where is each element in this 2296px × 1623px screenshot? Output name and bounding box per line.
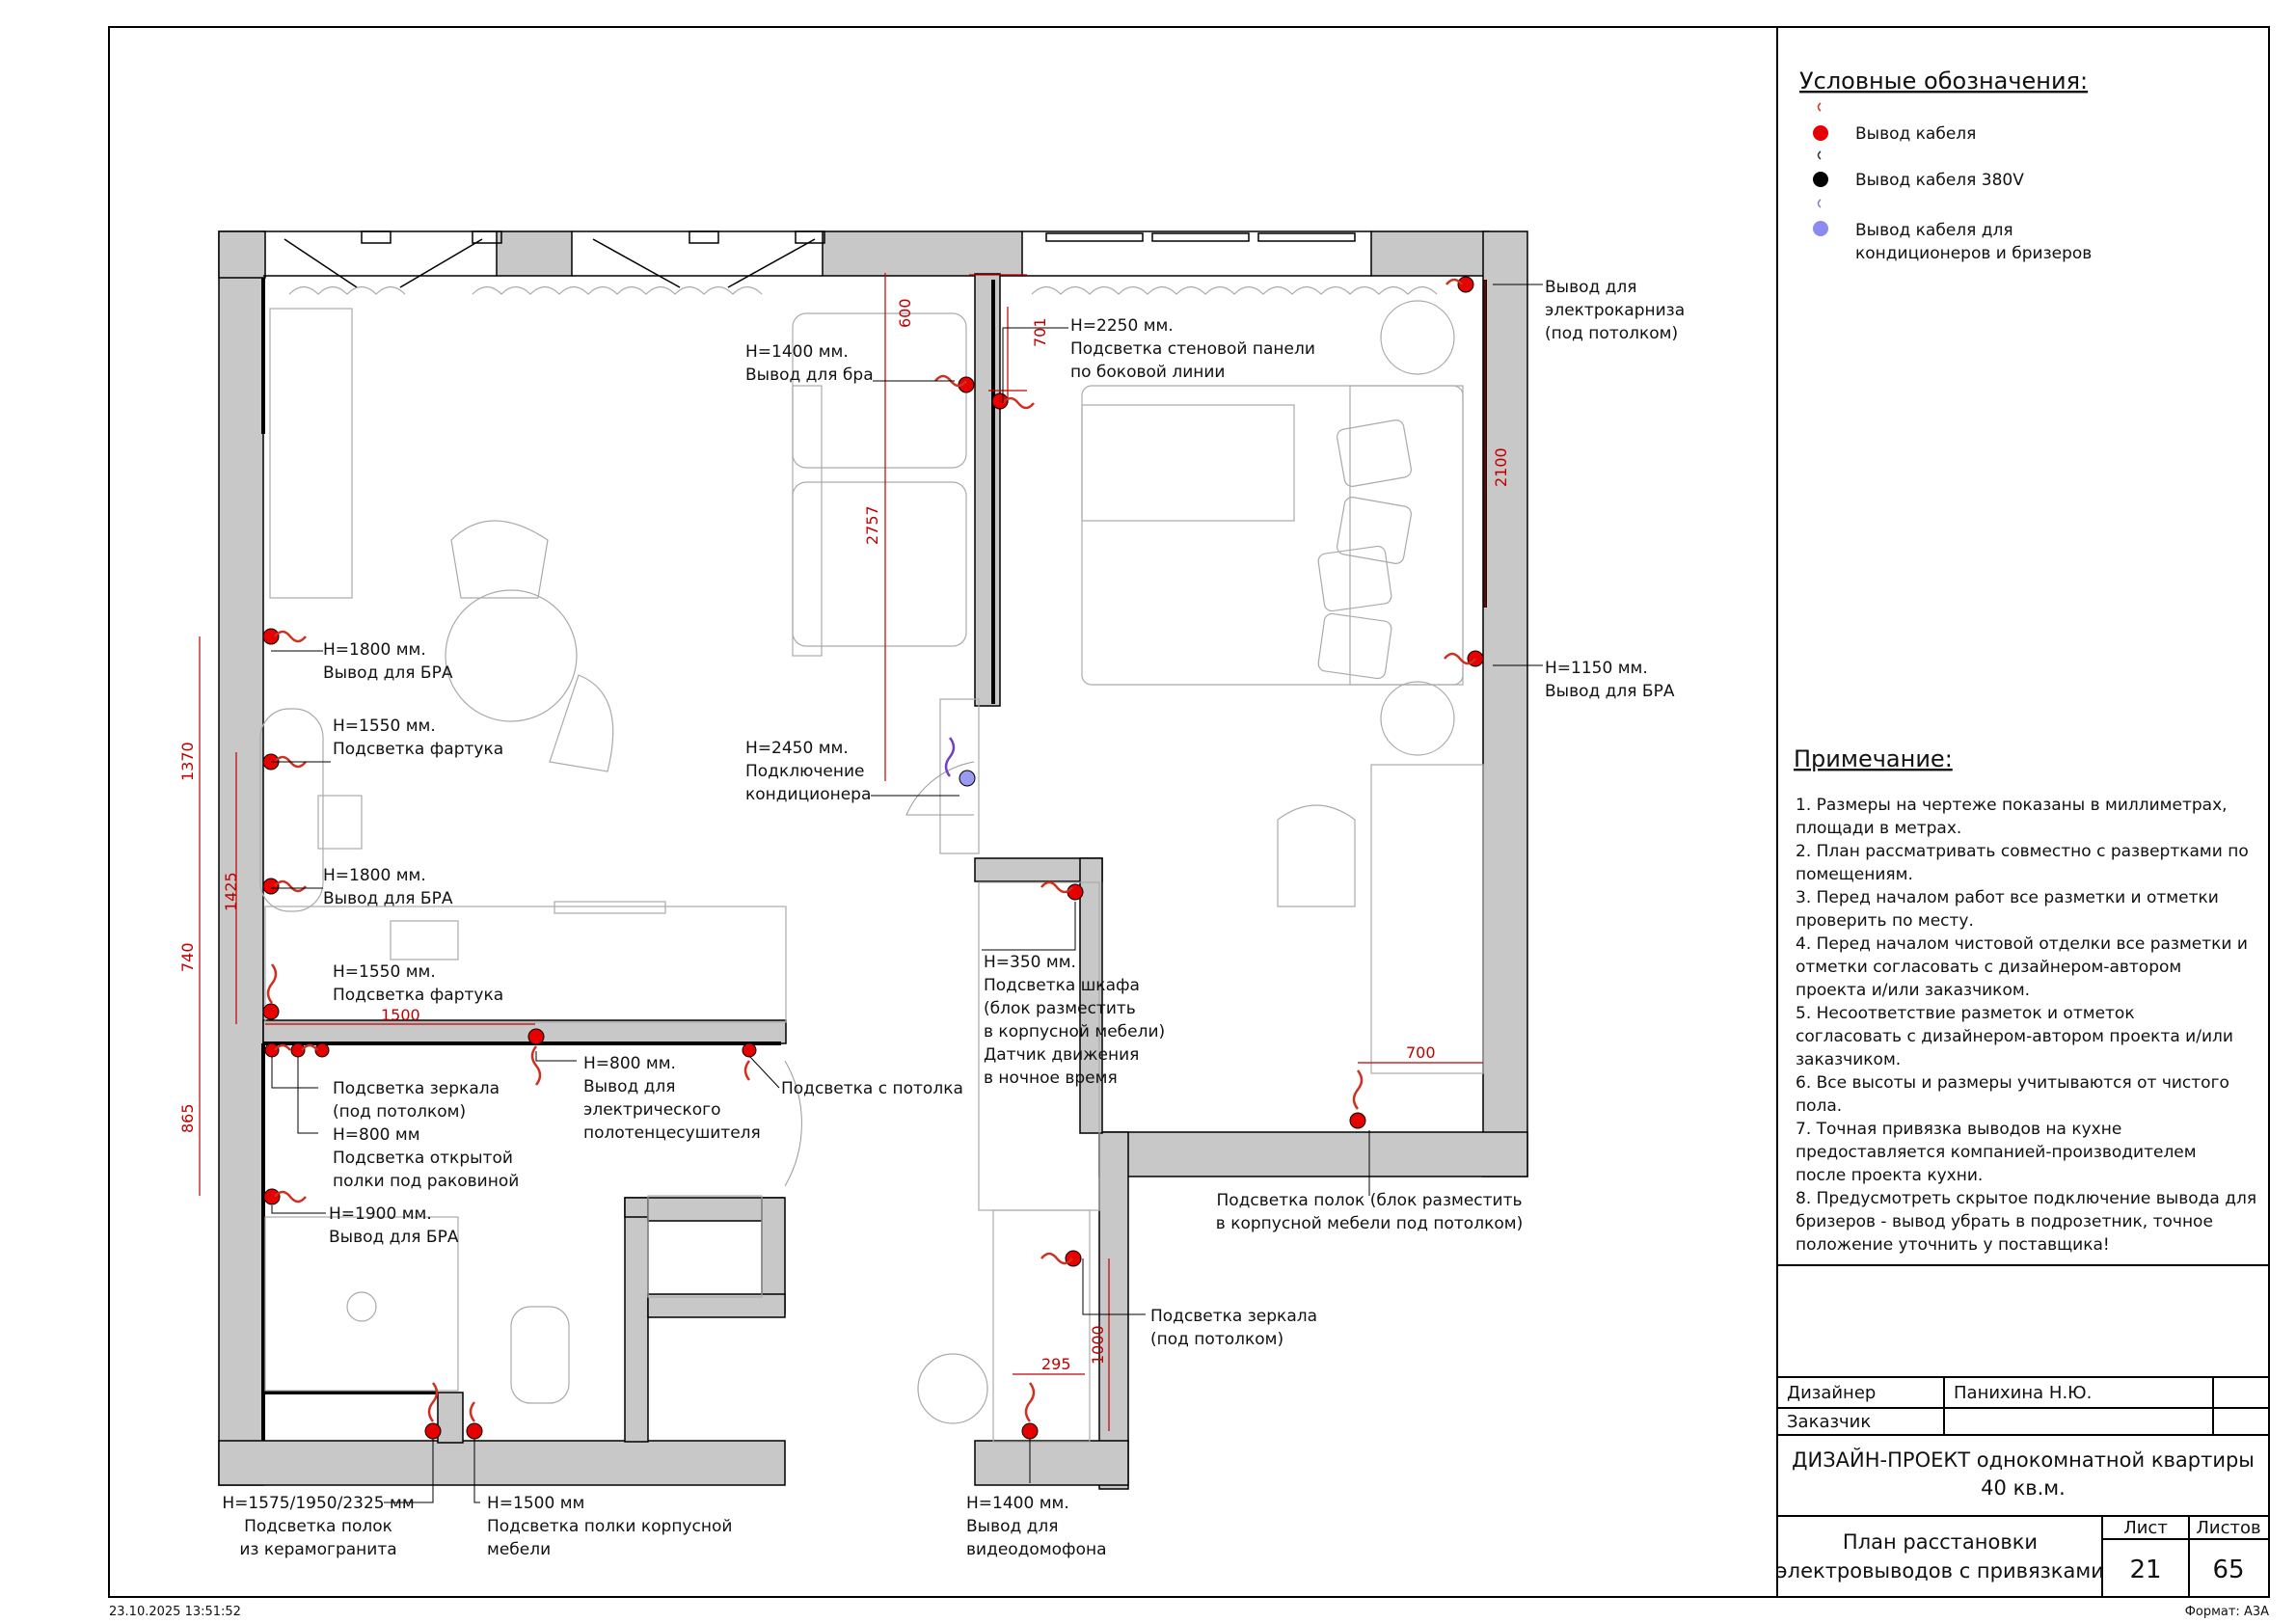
dim-1425: 1425 bbox=[222, 872, 240, 911]
sheet-number: 21 bbox=[2129, 1555, 2161, 1584]
annotation-sconce-1150: H=1150 мм.Вывод для БРА bbox=[1545, 659, 1675, 701]
notes-title: Примечание: bbox=[1794, 745, 1953, 772]
title-block-text: Дизайнер Панихина Н.Ю. Заказчик ДИЗАЙН-П… bbox=[1776, 1383, 2260, 1584]
sheet-label: Лист bbox=[2123, 1518, 2168, 1538]
dim-1000: 1000 bbox=[1089, 1325, 1107, 1365]
notes-text: 1. Размеры на чертеже показаны в миллиме… bbox=[1796, 796, 2261, 1255]
cable-output-marker bbox=[991, 392, 1009, 410]
cable-output-marker bbox=[314, 1042, 330, 1058]
annotation-backsplash-b: H=1550 мм.Подсветка фартука bbox=[333, 962, 503, 1005]
dim-295: 295 bbox=[1041, 1355, 1071, 1373]
designer-label: Дизайнер bbox=[1787, 1383, 1876, 1403]
sheets-total: 65 bbox=[2212, 1555, 2244, 1584]
annotation-mirror-light-a: Подсветка зеркала(под потолком) bbox=[333, 1079, 500, 1122]
cable-output-marker bbox=[262, 628, 280, 645]
annotation-sconce-1900: H=1900 мм.Вывод для БРА bbox=[329, 1204, 459, 1247]
annotations: H=1400 мм.Вывод для бра H=2250 мм.Подсве… bbox=[222, 278, 1685, 1559]
legend-item-380v: Вывод кабеля 380V bbox=[1855, 171, 2024, 190]
cable-outputs bbox=[262, 276, 1484, 1440]
footer-format: Формат: А3А bbox=[2185, 1605, 2269, 1619]
cable-output-marker bbox=[1349, 1112, 1366, 1129]
title-block bbox=[1777, 1264, 2269, 1597]
annotation-sconce-1800-b: H=1800 мм.Вывод для БРА bbox=[323, 866, 453, 908]
legend: Условные обозначения: Вывод кабеля Вывод… bbox=[1799, 68, 2092, 263]
cable-output-marker bbox=[742, 1042, 757, 1058]
legend-380v-squiggle bbox=[1817, 150, 1822, 160]
cable-output-marker bbox=[1067, 883, 1084, 901]
dim-2100: 2100 bbox=[1492, 447, 1510, 487]
dim-700: 700 bbox=[1406, 1043, 1436, 1062]
annotation-wardrobe-light: H=350 мм.Подсветка шкафа(блок разместить… bbox=[984, 953, 1165, 1088]
cable-output-marker bbox=[424, 1422, 442, 1440]
dim-865: 865 bbox=[178, 1103, 197, 1133]
cable-output-marker bbox=[1065, 1250, 1082, 1267]
aircon-squiggle bbox=[944, 737, 956, 777]
cable-output-marker bbox=[466, 1422, 483, 1440]
furniture bbox=[259, 285, 1484, 1443]
legend-title: Условные обозначения: bbox=[1799, 68, 2088, 95]
annotation-sconce-1800-a: H=1800 мм.Вывод для БРА bbox=[323, 640, 453, 683]
sheets-label: Листов bbox=[2196, 1518, 2260, 1538]
footer-timestamp: 23.10.2025 13:51:52 bbox=[109, 1605, 241, 1619]
dim-2757: 2757 bbox=[863, 505, 881, 545]
doors bbox=[784, 761, 975, 1187]
dim-1500: 1500 bbox=[381, 1006, 420, 1024]
cable-output-marker bbox=[263, 1188, 281, 1205]
sheet-frame bbox=[108, 26, 2270, 1598]
annotation-mirror-light-b: Подсветка зеркала(под потолком) bbox=[1150, 1307, 1317, 1349]
cable-output-marker bbox=[262, 1003, 280, 1020]
dim-600: 600 bbox=[896, 298, 914, 328]
notes: Примечание: 1. Размеры на чертеже показа… bbox=[1794, 745, 2261, 1255]
leader-lines bbox=[271, 284, 1543, 1503]
dimension-lines bbox=[199, 273, 1486, 1431]
legend-aircon-marker bbox=[1813, 221, 1828, 236]
legend-item-cable: Вывод кабеля bbox=[1855, 124, 1976, 144]
wall-edges bbox=[261, 278, 1487, 1441]
windows bbox=[263, 230, 1371, 288]
aircon-output-marker bbox=[959, 770, 976, 787]
cable-output-marker bbox=[527, 1028, 545, 1045]
walls bbox=[218, 230, 1528, 1490]
legend-aircon-squiggle bbox=[1817, 199, 1822, 208]
cable-output-marker bbox=[264, 1042, 280, 1058]
cable-output-marker bbox=[262, 878, 280, 895]
legend-cable-squiggle bbox=[1817, 102, 1822, 112]
cable-output-marker bbox=[1021, 1422, 1039, 1440]
legend-380v-marker bbox=[1813, 172, 1828, 187]
annotation-sconce-1400: H=1400 мм.Вывод для бра bbox=[745, 342, 874, 385]
cable-output-marker bbox=[1457, 276, 1474, 293]
legend-cable-marker bbox=[1813, 125, 1828, 141]
dim-701: 701 bbox=[1031, 317, 1049, 347]
client-label: Заказчик bbox=[1787, 1412, 1871, 1432]
dim-1370: 1370 bbox=[178, 742, 197, 781]
dim-740: 740 bbox=[178, 942, 197, 972]
annotation-ceiling-light: Подсветка с потолка bbox=[781, 1079, 963, 1098]
dimension-texts: 600 701 2757 2100 1370 1425 740 865 1500… bbox=[178, 298, 1510, 1373]
annotation-backsplash-a: H=1550 мм.Подсветка фартука bbox=[333, 717, 503, 759]
designer-name: Панихина Н.Ю. bbox=[1954, 1383, 2092, 1403]
